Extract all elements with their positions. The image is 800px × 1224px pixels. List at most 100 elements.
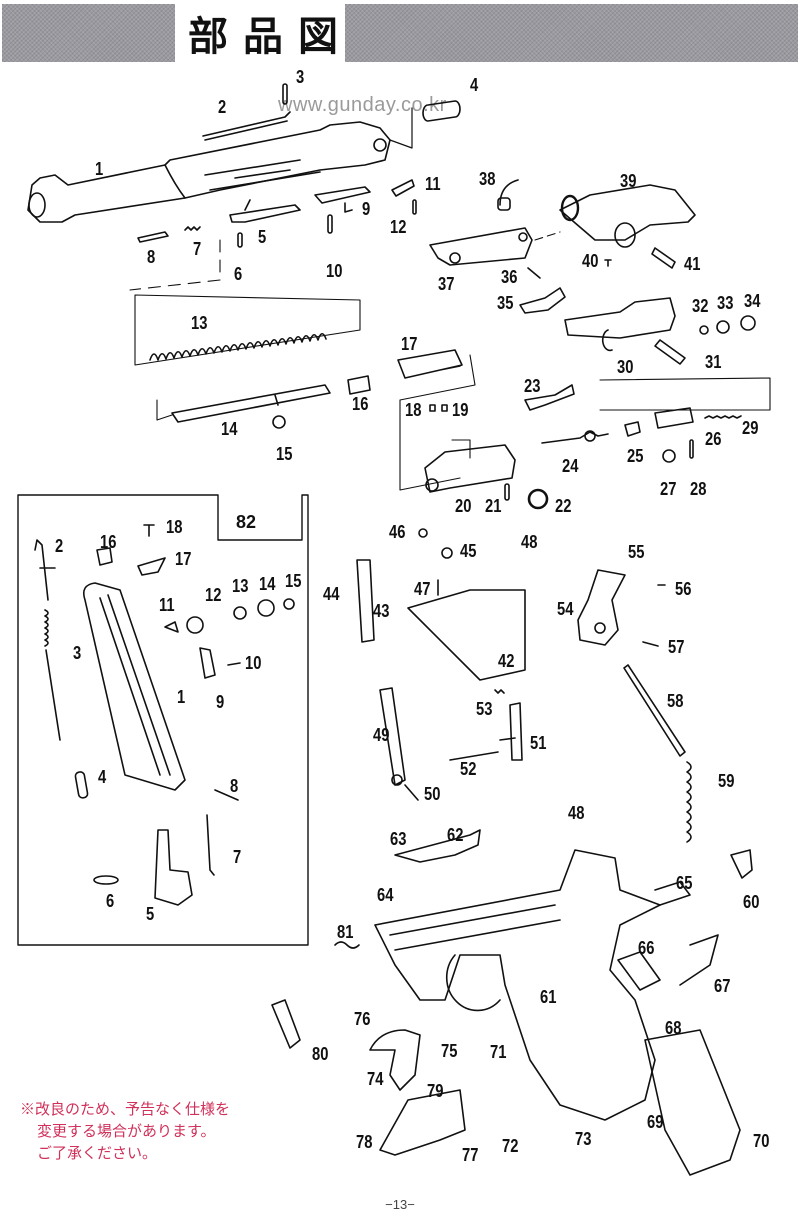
part-25 (624, 421, 641, 437)
part-65 (654, 881, 691, 906)
label-toggle-31: 31 (705, 352, 722, 372)
label-52: 52 (460, 759, 477, 779)
label-81: 81 (337, 922, 354, 942)
label-recoil-17: 17 (401, 334, 418, 354)
label-50: 50 (424, 784, 441, 804)
label-54: 54 (557, 599, 574, 619)
part-2 (202, 111, 291, 141)
part-60 (730, 849, 753, 879)
part-54 (577, 569, 626, 646)
part-21 (504, 483, 510, 501)
part-51 (499, 702, 523, 761)
label-mag-14: 14 (259, 574, 276, 594)
label-mag-10: 10 (245, 653, 262, 673)
part-52 (449, 751, 499, 761)
notice-line-3: ご了承ください。 (37, 1144, 158, 1162)
label-65: 65 (676, 873, 693, 893)
label-mag-4: 4 (98, 767, 107, 787)
label-48-upper: 48 (521, 532, 538, 552)
part-35 (519, 287, 566, 314)
part-15 (272, 415, 286, 429)
label-71: 71 (490, 1042, 507, 1062)
label-53: 53 (476, 699, 493, 719)
mag-part-12 (186, 616, 204, 634)
label-toggle-38: 38 (479, 169, 496, 189)
part-81 (334, 941, 360, 949)
part-36 (527, 267, 541, 279)
label-75: 75 (441, 1041, 458, 1061)
label-bolt-25: 25 (627, 446, 644, 466)
part-80 (271, 999, 301, 1049)
label-bolt-24: 24 (562, 456, 579, 476)
part-31 (654, 339, 686, 365)
label-mag-7: 7 (233, 847, 242, 867)
part-barrel-slide (27, 121, 391, 223)
label-slide-11: 11 (425, 174, 441, 194)
part-18 (429, 404, 436, 412)
label-bolt-20: 20 (455, 496, 472, 516)
mag-part-3 (44, 609, 61, 741)
label-70: 70 (753, 1131, 770, 1151)
part-6 (237, 232, 243, 248)
label-mag-11: 11 (159, 595, 175, 615)
specification-change-notice: ※改良のため、予告なく仕様を 変更する場合があります。 ご了承ください。 (20, 1098, 230, 1164)
label-mag-1: 1 (177, 687, 186, 707)
label-recoil-13: 13 (191, 313, 208, 333)
part-10 (327, 214, 333, 234)
label-68: 68 (665, 1018, 682, 1038)
label-mag-8: 8 (230, 776, 239, 796)
label-58: 58 (667, 691, 684, 711)
part-32 (699, 325, 709, 335)
label-bolt-27: 27 (660, 479, 677, 499)
notice-line-1: ※改良のため、予告なく仕様を (20, 1100, 231, 1118)
part-23 (524, 384, 575, 411)
notice-line-2: 変更する場合があります。 (37, 1122, 216, 1140)
label-mag-15: 15 (285, 571, 302, 591)
part-58 (623, 664, 686, 757)
label-64: 64 (377, 885, 394, 905)
label-toggle-32: 32 (692, 296, 709, 316)
mag-part-17 (137, 557, 166, 576)
label-recoil-16: 16 (352, 394, 369, 414)
label-toggle-40: 40 (582, 251, 599, 271)
part-38 (499, 179, 519, 206)
part-19 (441, 404, 448, 412)
part-43 (356, 559, 375, 643)
label-66: 66 (638, 938, 655, 958)
label-56: 56 (675, 579, 692, 599)
label-recoil-15: 15 (276, 444, 293, 464)
part-9 (314, 186, 371, 213)
label-slide-6: 6 (234, 264, 243, 284)
mag-part-16 (96, 547, 113, 566)
part-62 (394, 829, 481, 863)
part-74 (369, 1029, 421, 1091)
mag-part-10 (227, 662, 241, 666)
part-11 (391, 179, 415, 197)
label-recoil-18: 18 (405, 400, 422, 420)
part-26 (654, 407, 694, 429)
label-mag-18: 18 (166, 517, 183, 537)
mag-part-1 (82, 582, 186, 791)
part-34 (740, 315, 756, 331)
label-mag-12: 12 (205, 585, 222, 605)
label-slide-9: 9 (362, 199, 371, 219)
label-toggle-30: 30 (617, 357, 634, 377)
label-63: 63 (390, 829, 407, 849)
label-slide-1: 1 (95, 159, 104, 179)
part-69 (644, 1029, 741, 1176)
label-bolt-29: 29 (742, 418, 759, 438)
part-24 (541, 431, 609, 444)
part-16 (347, 375, 371, 395)
label-mag-6: 6 (106, 891, 115, 911)
part-67 (679, 934, 719, 986)
part-30 (564, 297, 676, 352)
label-slide-4: 4 (470, 75, 479, 95)
label-toggle-35: 35 (497, 293, 514, 313)
label-51: 51 (530, 733, 547, 753)
label-bolt-23: 23 (524, 376, 541, 396)
label-78: 78 (356, 1132, 373, 1152)
label-mag-13: 13 (232, 576, 249, 596)
label-slide-3: 3 (296, 67, 305, 87)
label-slide-12: 12 (390, 217, 407, 237)
